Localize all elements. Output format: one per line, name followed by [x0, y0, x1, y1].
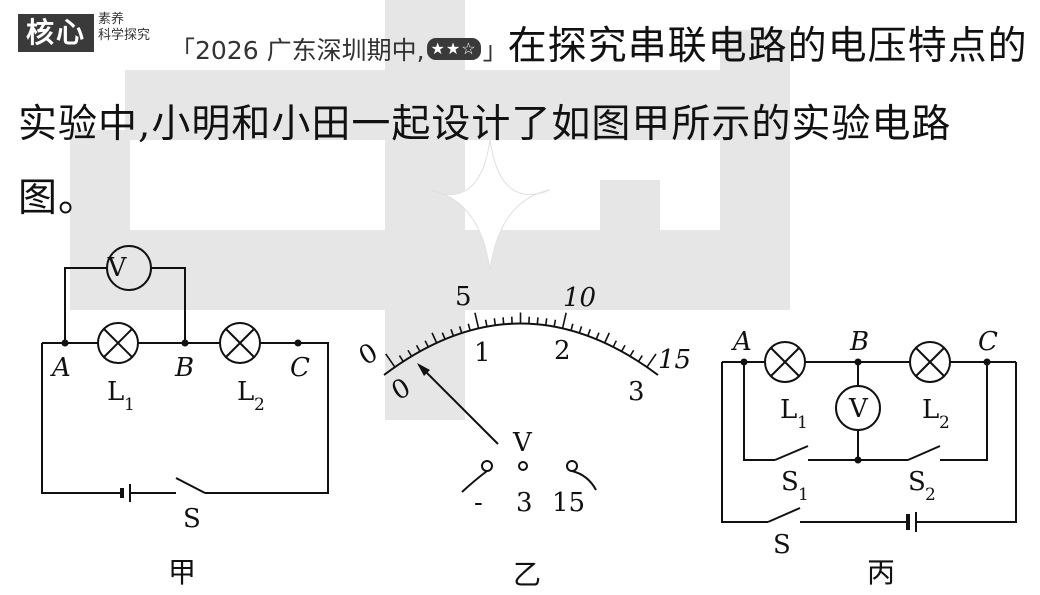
lamp-l2-sub-jia: 2: [254, 395, 265, 415]
dial-arc: [383, 322, 659, 376]
switch-s1-label: S: [781, 467, 799, 497]
dial-tick: [398, 355, 404, 362]
dial-tick: [587, 329, 592, 337]
scale-outer-15: 15: [658, 345, 691, 375]
dial-tick: [612, 340, 618, 348]
dial-tick: [467, 323, 471, 331]
caption-yi: 乙: [513, 558, 541, 591]
lamp-l2-label-jia: L: [237, 377, 254, 407]
dial-tick: [570, 323, 574, 331]
badge-subtitle-line1: 素养: [98, 12, 125, 27]
dial-tick: [637, 355, 643, 362]
switch-main-label-bing: S: [773, 530, 791, 560]
dial-tick: [578, 326, 583, 334]
figure-yi: [383, 322, 659, 493]
lamp-l2-sub-bing: 2: [939, 413, 950, 433]
question-source: 「2026 广东深圳期中,: [170, 36, 425, 65]
figure-bing: [721, 341, 1017, 532]
switch-s-main: [767, 507, 801, 523]
terminal-3: 3: [516, 488, 533, 518]
dial-tick: [441, 332, 446, 340]
dial-tick: [561, 312, 567, 329]
dial-tick: [544, 318, 548, 326]
terminal-15: 15: [552, 488, 585, 518]
switch-s2-label: S: [908, 467, 926, 497]
dial-tick: [553, 319, 557, 327]
scale-outer-5: 5: [455, 282, 472, 312]
badge-subtitle: 素养 科学探究: [98, 12, 150, 44]
scale-inner-3: 3: [628, 377, 645, 407]
voltmeter-jia: [106, 245, 152, 291]
dial-tick: [603, 332, 611, 344]
dial-tick: [620, 344, 626, 352]
question-paragraph: 「2026 广东深圳期中,★★☆」在探究串联电路的电压特点的实验中,小明和小田一…: [18, 10, 1028, 236]
dial-tick: [502, 317, 505, 325]
dial-tick: [595, 332, 600, 340]
switch-jia: [175, 477, 206, 494]
lamp-l1-sub-jia: 1: [124, 395, 135, 415]
point-a-bing: A: [731, 327, 752, 357]
scale-inner-2: 2: [554, 336, 571, 366]
lamp-l1-label-jia: L: [107, 377, 124, 407]
point-b-bing: B: [849, 327, 869, 357]
dial-tick: [646, 353, 657, 368]
dial-unit-label: V: [512, 428, 533, 458]
dial-tick: [407, 349, 413, 357]
switch-label-jia: S: [183, 504, 201, 534]
dial-tick: [424, 340, 430, 348]
scale-outer-10: 10: [563, 283, 596, 313]
voltmeter-label-jia: V: [107, 253, 128, 283]
dial-tick: [493, 318, 497, 326]
dial-tick: [431, 332, 438, 344]
voltmeter-label-bing: V: [848, 394, 869, 424]
dial-tick: [536, 317, 539, 325]
question-text: 在探究串联电路的电压特点的实验中,小明和小田一起设计了如图甲所示的实验电路图。: [18, 24, 1028, 221]
caption-jia: 甲: [168, 556, 196, 589]
core-literacy-badge: 核心: [18, 14, 94, 52]
point-c-jia: C: [290, 353, 310, 383]
caption-bing: 丙: [867, 556, 895, 589]
dial-tick: [629, 349, 635, 357]
switch-s1-sub: 1: [798, 485, 809, 505]
lamp-l1-sub-bing: 1: [797, 413, 808, 433]
terminal-minus: -: [474, 488, 483, 518]
scale-outer-0: 0: [354, 338, 383, 372]
switch-s2-sub: 2: [925, 485, 936, 505]
dial-tick: [474, 312, 480, 329]
dial-tick: [415, 344, 421, 352]
dial-ticks: [385, 312, 657, 368]
dial-tick: [458, 326, 463, 334]
dial-tick: [385, 353, 396, 368]
point-c-bing: C: [978, 327, 998, 357]
badge-subtitle-line2: 科学探究: [98, 28, 151, 43]
lamp-l2-label-bing: L: [922, 395, 939, 425]
switch-s2: [907, 445, 941, 461]
scale-inner-0: 0: [387, 373, 416, 407]
point-a-jia: A: [50, 353, 71, 383]
lamp-l1-label-bing: L: [780, 395, 797, 425]
dial-tick: [450, 329, 455, 337]
point-b-jia: B: [174, 353, 194, 383]
scale-inner-1: 1: [474, 338, 491, 368]
dial-tick: [484, 319, 488, 327]
figure-jia: [41, 245, 329, 502]
question-source-close: 」: [482, 36, 508, 65]
difficulty-stars: ★★☆: [426, 38, 481, 60]
dial-needle: [418, 364, 499, 445]
switch-s1: [774, 445, 809, 461]
